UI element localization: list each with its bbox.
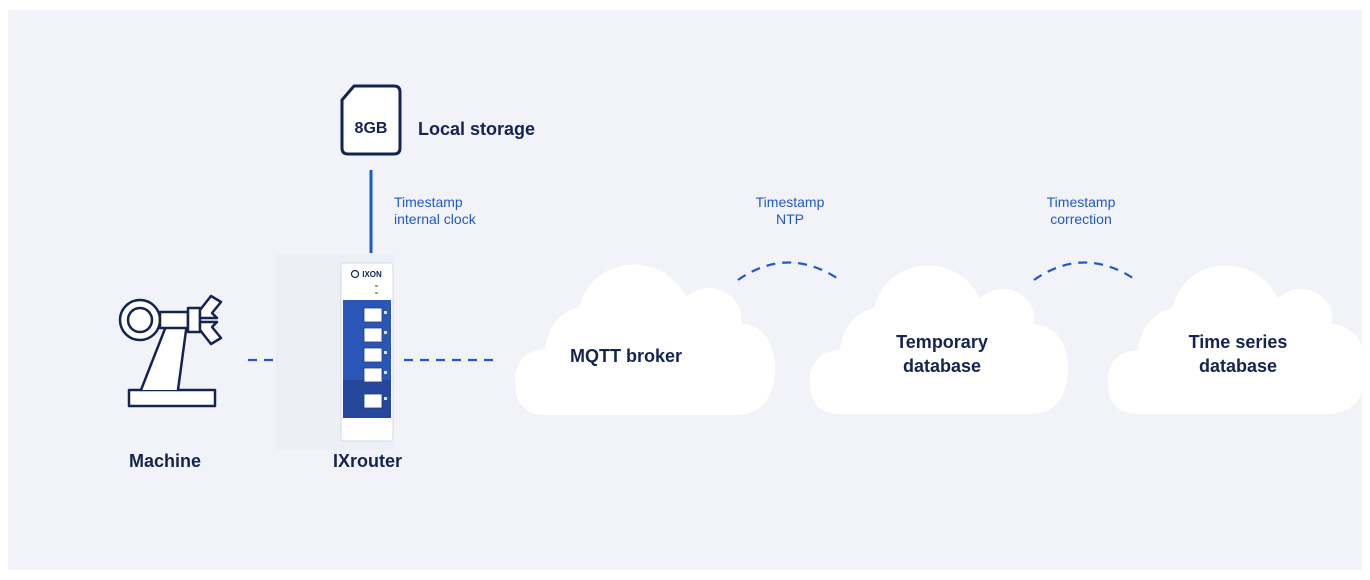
timestamp-correction: Timestamp correction	[1026, 194, 1136, 228]
ts-db-line1: Time series	[1188, 332, 1288, 352]
cloud-icon	[1108, 265, 1362, 414]
timestamp-ntp-line2: NTP	[776, 211, 804, 227]
ntp-arc	[737, 261, 841, 281]
storage-label: Local storage	[418, 119, 536, 139]
correction-arc	[1033, 261, 1137, 281]
temp-db-line2: database	[902, 356, 982, 376]
ts-db-label: Time series database	[1168, 330, 1308, 378]
timestamp-ntp-line1: Timestamp	[755, 194, 825, 210]
ts-db-line2: database	[1198, 356, 1278, 376]
router-label: IXrouter	[333, 451, 403, 471]
timestamp-ntp: Timestamp NTP	[740, 194, 840, 228]
timestamp-correction-line2: correction	[1050, 211, 1112, 227]
temp-db-label: Temporary database	[872, 330, 1012, 378]
broker-label: MQTT broker	[569, 346, 682, 366]
machine-label: Machine	[129, 451, 202, 471]
storage-capacity: 8GB	[355, 120, 388, 137]
timestamp-internal-line1: Timestamp	[394, 194, 463, 210]
robot-arm-icon	[118, 294, 223, 408]
router-ports	[363, 307, 383, 409]
timestamp-correction-line1: Timestamp	[1046, 194, 1116, 210]
sd-card-icon: 8GB	[340, 84, 402, 156]
timestamp-internal-line2: internal clock	[394, 211, 476, 227]
timestamp-internal: Timestamp internal clock	[394, 194, 476, 228]
temp-db-line1: Temporary	[896, 332, 988, 352]
cloud-icon	[514, 264, 776, 415]
router-device-icon: IXON	[276, 254, 394, 450]
cloud-icon	[810, 265, 1068, 414]
diagram-graphics: 8GB	[118, 84, 1362, 450]
diagram-panel: 8GB	[8, 10, 1362, 570]
router-brand: IXON	[362, 270, 382, 279]
